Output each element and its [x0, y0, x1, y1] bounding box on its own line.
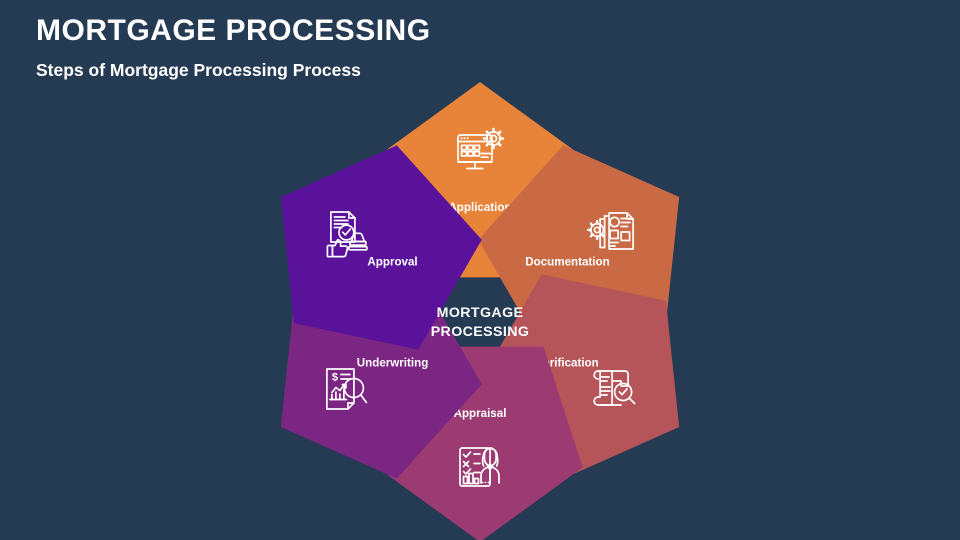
pentagon-cycle-diagram: $ [130, 50, 830, 540]
center-label-line1: MORTGAGE [437, 305, 524, 321]
pentagon-label-appraisal: Appraisal [454, 407, 507, 420]
center-label-line2: PROCESSING [431, 324, 530, 340]
pentagon-segment-verification[interactable]: Verification [458, 240, 731, 516]
diagram-center-label: MORTGAGE PROCESSING [431, 305, 530, 340]
pentagon-segment-appraisal[interactable]: Appraisal [377, 346, 583, 540]
diagram-svg: $ [229, 82, 731, 540]
pentagon-label-approval: Approval [367, 256, 417, 269]
page-title: MORTGAGE PROCESSING [36, 14, 431, 47]
page-subtitle: Steps of Mortgage Processing Process [36, 59, 361, 80]
pentagon-label-underwriting: Underwriting [357, 357, 429, 370]
pentagon-label-application: Application [448, 201, 511, 214]
pentagon-ring: Application Documentation [229, 82, 731, 540]
slide-header: MORTGAGE PROCESSING Steps of Mortgage Pr… [36, 14, 431, 81]
pentagon-label-verification: Verification [536, 357, 599, 370]
pentagon-segment-underwriting[interactable]: Underwriting [229, 240, 502, 516]
pentagon-segment-documentation[interactable]: Documentation [458, 108, 731, 384]
pentagon-segment-approval[interactable]: Approval [229, 108, 502, 384]
pentagon-label-documentation: Documentation [525, 256, 609, 269]
pentagon-segment-application[interactable]: Application [377, 82, 583, 278]
